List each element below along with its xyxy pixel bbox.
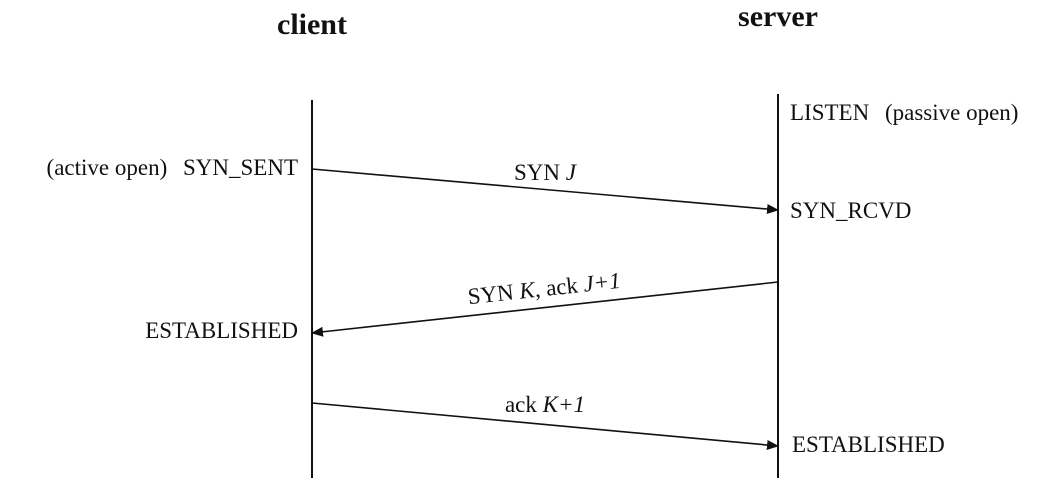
arrow-ack-k [311,402,779,450]
listen-label: LISTEN [790,100,870,125]
client-state-syn-sent: (active open) SYN_SENT [47,155,298,180]
client-state-established: ESTABLISHED [145,318,298,343]
active-open-label: (active open) [47,155,168,180]
message-syn-j: SYN J [514,160,578,185]
server-state-listen: LISTEN (passive open) [790,100,1018,125]
client-title: client [277,8,347,41]
arrow-syn-k-ack [311,281,779,337]
server-title: server [738,0,818,33]
server-state-established: ESTABLISHED [792,432,945,457]
message-syn-k-ack: SYN K, ack J+1 [467,268,622,309]
message-ack-k: ack K+1 [505,392,585,417]
passive-open-label: (passive open) [885,100,1019,125]
arrow-syn-j [311,168,779,215]
server-state-syn-rcvd: SYN_RCVD [790,198,911,223]
syn-sent-label: SYN_SENT [183,155,298,180]
